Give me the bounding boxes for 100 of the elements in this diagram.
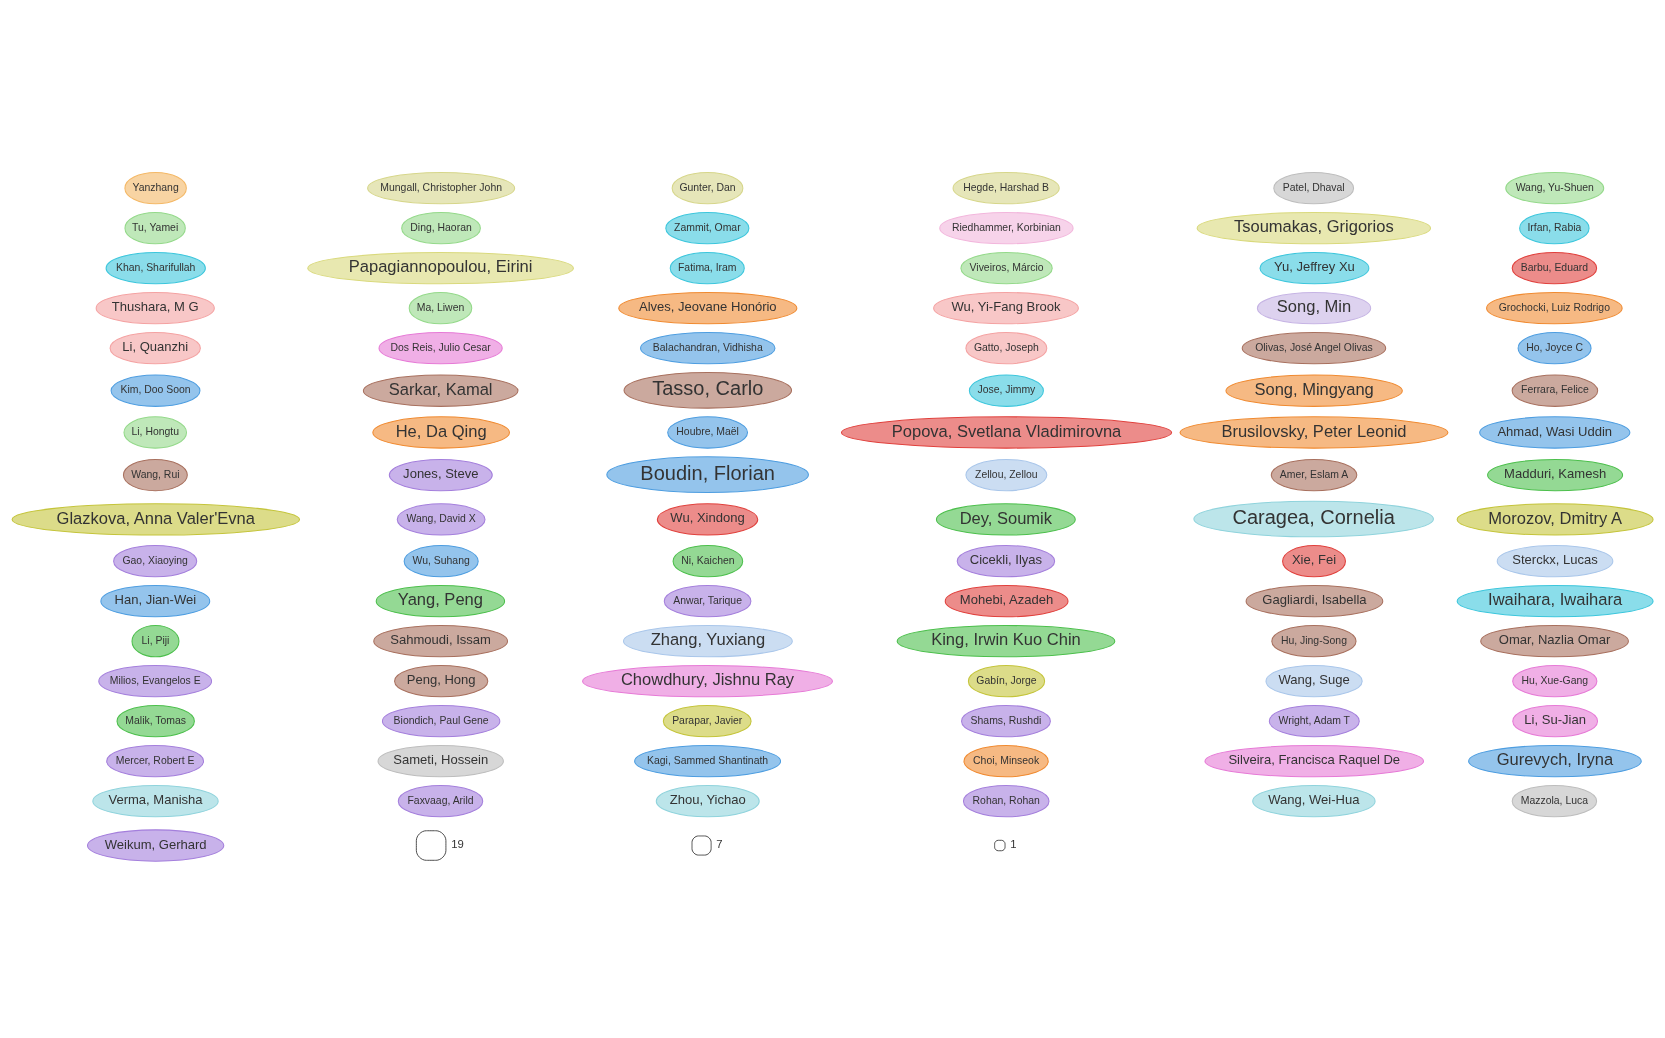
node-ellipse: Wu, Suhang bbox=[403, 545, 479, 578]
node-ellipse: Hegde, Harshad B bbox=[952, 171, 1060, 205]
node-ellipse: Ferrara, Felice bbox=[1511, 374, 1599, 407]
node-ellipse: Gatto, Joseph bbox=[965, 331, 1048, 365]
node-ellipse: Khan, Sharifullah bbox=[105, 251, 206, 285]
node-ellipse: Houbre, Maël bbox=[667, 416, 749, 449]
node-ellipse: Ni, Kaichen bbox=[672, 545, 744, 578]
node-ellipse: Peng, Hong bbox=[394, 665, 489, 698]
node-ellipse: Song, Mingyang bbox=[1225, 374, 1403, 407]
node-ellipse: Thushara, M G bbox=[95, 291, 215, 325]
node-ellipse: Kim, Doo Soon bbox=[110, 374, 201, 407]
node-ellipse: Silveira, Francisca Raquel De bbox=[1204, 745, 1425, 778]
node-ellipse: King, Irwin Kuo Chin bbox=[896, 625, 1116, 658]
node-ellipse: Papagiannopoulou, Eirini bbox=[307, 251, 574, 285]
legend-label: 1 bbox=[1010, 838, 1017, 851]
node-ellipse: Malik, Tomas bbox=[116, 705, 195, 738]
node-ellipse: Song, Min bbox=[1256, 291, 1372, 325]
node-ellipse: Patel, Dhaval bbox=[1273, 171, 1355, 205]
node-ellipse: Kagi, Sammed Shantinath bbox=[634, 745, 782, 778]
node-ellipse: Gao, Xiaoying bbox=[113, 545, 198, 578]
node-ellipse: Li, Quanzhi bbox=[109, 331, 201, 365]
node-ellipse: Li, Hongtu bbox=[123, 416, 188, 449]
node-ellipse: Boudin, Florian bbox=[606, 456, 809, 493]
legend-label: 7 bbox=[716, 838, 723, 851]
node-ellipse: Ding, Haoran bbox=[401, 211, 481, 245]
node-ellipse: Anwar, Tarique bbox=[663, 585, 752, 618]
node-ellipse: Jose, Jimmy bbox=[968, 374, 1044, 407]
node-ellipse: Yanzhang bbox=[124, 171, 187, 205]
node-ellipse: Dey, Soumik bbox=[935, 503, 1076, 536]
node-ellipse: Grochocki, Luiz Rodrigo bbox=[1486, 291, 1623, 325]
node-ellipse: Wu, Xindong bbox=[656, 503, 759, 536]
node-ellipse: Verma, Manisha bbox=[92, 785, 219, 818]
node-ellipse: Mazzola, Luca bbox=[1511, 785, 1598, 818]
node-ellipse: Wright, Adam T bbox=[1268, 705, 1360, 738]
node-ellipse: Amer, Eslam A bbox=[1270, 458, 1358, 492]
node-ellipse: Biondich, Paul Gene bbox=[381, 705, 501, 738]
legend-label: 19 bbox=[451, 838, 464, 851]
node-ellipse: Tsoumakas, Grigorios bbox=[1196, 211, 1432, 245]
node-ellipse: Mercer, Robert E bbox=[106, 745, 205, 778]
node-ellipse: Faxvaag, Arild bbox=[397, 785, 484, 818]
node-ellipse: Tu, Yamei bbox=[124, 211, 186, 245]
node-ellipse: Popova, Svetlana Vladimirovna bbox=[840, 416, 1173, 449]
node-ellipse: Zhang, Yuxiang bbox=[622, 625, 793, 658]
node-ellipse: Zellou, Zellou bbox=[965, 458, 1048, 492]
node-ellipse: Olivas, José Angel Olivas bbox=[1241, 331, 1387, 365]
node-ellipse: Glazkova, Anna Valer'Evna bbox=[11, 503, 301, 536]
node-ellipse: Xie, Fei bbox=[1282, 545, 1346, 578]
node-ellipse: Gurevych, Iryna bbox=[1468, 745, 1642, 778]
node-ellipse: Fatima, Iram bbox=[669, 251, 745, 285]
node-ellipse: Han, Jian-Wei bbox=[100, 585, 211, 618]
node-ellipse: Wu, Yi-Fang Brook bbox=[933, 291, 1079, 325]
node-ellipse: Zhou, Yichao bbox=[655, 785, 760, 818]
node-ellipse: Viveiros, Márcio bbox=[960, 251, 1053, 285]
node-ellipse: Zammit, Omar bbox=[665, 211, 750, 245]
node-ellipse: Milios, Evangelos E bbox=[98, 665, 213, 698]
node-ellipse: Wang, Wei-Hua bbox=[1252, 785, 1376, 818]
node-ellipse: Yang, Peng bbox=[375, 585, 506, 618]
node-ellipse: Gabín, Jorge bbox=[967, 665, 1046, 698]
node-ellipse: Ma, Liwen bbox=[408, 291, 473, 325]
node-ellipse: Chowdhury, Jishnu Ray bbox=[582, 665, 833, 698]
node-ellipse: Tasso, Carlo bbox=[623, 371, 793, 409]
node-ellipse: Iwaihara, Iwaihara bbox=[1456, 585, 1654, 618]
node-ellipse: Wang, Suge bbox=[1265, 665, 1363, 698]
node-ellipse: Wang, Rui bbox=[122, 458, 188, 492]
node-ellipse: Rohan, Rohan bbox=[962, 785, 1050, 818]
node-ellipse: Yu, Jeffrey Xu bbox=[1259, 251, 1370, 285]
node-ellipse: Hu, Jing-Song bbox=[1271, 625, 1357, 658]
node-ellipse: Mungall, Christopher John bbox=[367, 171, 516, 205]
node-ellipse: Gagliardi, Isabella bbox=[1245, 585, 1384, 618]
node-ellipse: Riedhammer, Korbinian bbox=[939, 211, 1074, 245]
node-ellipse: Wang, Yu-Shuen bbox=[1505, 171, 1605, 205]
node-ellipse: Barbu, Eduard bbox=[1511, 251, 1598, 285]
node-ellipse: He, Da Qing bbox=[372, 416, 510, 449]
node-ellipse: Hu, Xue-Gang bbox=[1512, 665, 1598, 698]
node-ellipse: Caragea, Cornelia bbox=[1193, 500, 1434, 538]
node-ellipse: Sahmoudi, Issam bbox=[373, 625, 509, 658]
node-ellipse: Gunter, Dan bbox=[671, 171, 744, 205]
node-ellipse: Omar, Nazlia Omar bbox=[1480, 625, 1629, 658]
node-ellipse: Mohebi, Azadeh bbox=[944, 585, 1069, 618]
node-ellipse: Sterckx, Lucas bbox=[1496, 545, 1614, 578]
node-ellipse: Sameti, Hossein bbox=[377, 745, 504, 778]
node-ellipse: Morozov, Dmitry A bbox=[1456, 503, 1654, 536]
node-ellipse: Choi, Minseok bbox=[963, 745, 1049, 778]
node-ellipse: Parapar, Javier bbox=[662, 705, 752, 738]
node-ellipse: Irfan, Rabia bbox=[1519, 211, 1590, 245]
node-ellipse: Ho, Joyce C bbox=[1517, 331, 1592, 365]
node-ellipse: Li, Piji bbox=[131, 625, 180, 658]
node-ellipse: Dos Reis, Julio Cesar bbox=[378, 331, 503, 365]
node-ellipse: Wang, David X bbox=[396, 503, 486, 536]
node-ellipse: Alves, Jeovane Honório bbox=[618, 291, 798, 325]
node-ellipse: Weikum, Gerhard bbox=[87, 829, 225, 862]
node-ellipse: Brusilovsky, Peter Leonid bbox=[1179, 416, 1449, 449]
node-ellipse: Balachandran, Vidhisha bbox=[640, 331, 776, 365]
node-ellipse: Jones, Steve bbox=[388, 458, 493, 492]
node-ellipse: Ahmad, Wasi Uddin bbox=[1479, 416, 1631, 449]
node-ellipse: Li, Su-Jian bbox=[1512, 705, 1599, 738]
node-ellipse: Madduri, Kamesh bbox=[1487, 458, 1624, 492]
node-ellipse: Sarkar, Kamal bbox=[362, 374, 519, 407]
node-ellipse: Cicekli, Ilyas bbox=[956, 545, 1056, 578]
node-ellipse: Shams, Rushdi bbox=[961, 705, 1051, 738]
